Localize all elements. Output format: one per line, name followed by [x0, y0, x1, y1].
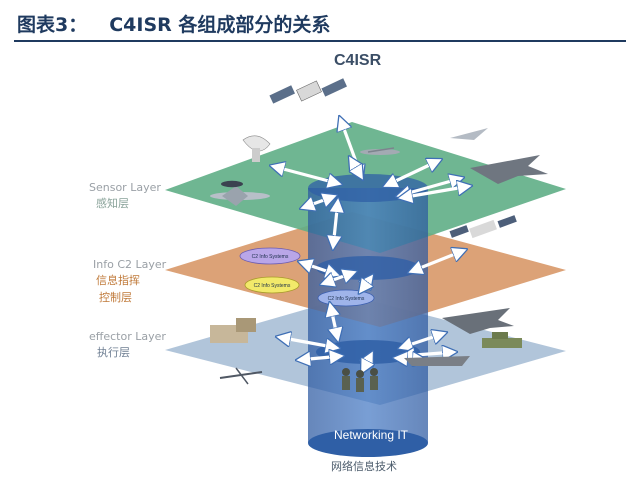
c2-pill-2: C2 Info Systems — [244, 276, 300, 294]
figure-caption: 图表3： C4ISR 各组成部分的关系 — [17, 10, 352, 37]
sensor-layer-label-zh: 感知层 — [96, 197, 129, 210]
networking-column — [308, 174, 428, 457]
soldiers-icon — [342, 368, 378, 392]
satellite-icon — [269, 78, 347, 104]
figure-header: 图表3： C4ISR 各组成部分的关系 — [0, 0, 640, 46]
networking-it-label: Networking IT — [333, 428, 409, 442]
drone-icon — [360, 147, 400, 155]
c2-pill-2-label: C2 Info Systems — [254, 283, 291, 289]
diagram-title: C4ISR — [334, 52, 382, 69]
jet-small-icon — [450, 128, 488, 140]
sensor-layer-label: Sensor Layer — [89, 181, 161, 194]
info-layer-label: Info C2 Layer — [93, 258, 167, 271]
satellite-small-icon — [449, 215, 517, 239]
strike-drone-icon — [219, 367, 263, 385]
effector-layer-label-zh: 执行层 — [97, 346, 130, 359]
awacs-plane-icon — [210, 180, 270, 206]
warship-icon — [404, 356, 470, 366]
c2-pill-3: C2 Info Systems — [317, 289, 375, 307]
fighter-icon-2 — [442, 308, 514, 334]
c2-pill-1: C2 Info Systems — [239, 247, 301, 265]
c2-pill-3-label: C2 Info Systems — [328, 296, 365, 302]
fighter-jet-icon — [470, 155, 548, 184]
effector-layer-label: effector Layer — [89, 330, 166, 343]
radar-dish-icon — [242, 135, 271, 162]
c2-pill-1-label: C2 Info Systems — [252, 254, 289, 260]
info-layer-label-zh-2: 控制层 — [99, 291, 132, 304]
tank-icon — [482, 332, 522, 348]
info-layer-label-zh-1: 信息指挥 — [96, 274, 140, 287]
figure-label: 图表3： — [17, 14, 88, 36]
networking-it-label-zh: 网络信息技术 — [331, 460, 397, 473]
figure-title: C4ISR 各组成部分的关系 — [109, 14, 331, 36]
header-rule — [14, 40, 626, 42]
building-icon — [210, 318, 256, 343]
